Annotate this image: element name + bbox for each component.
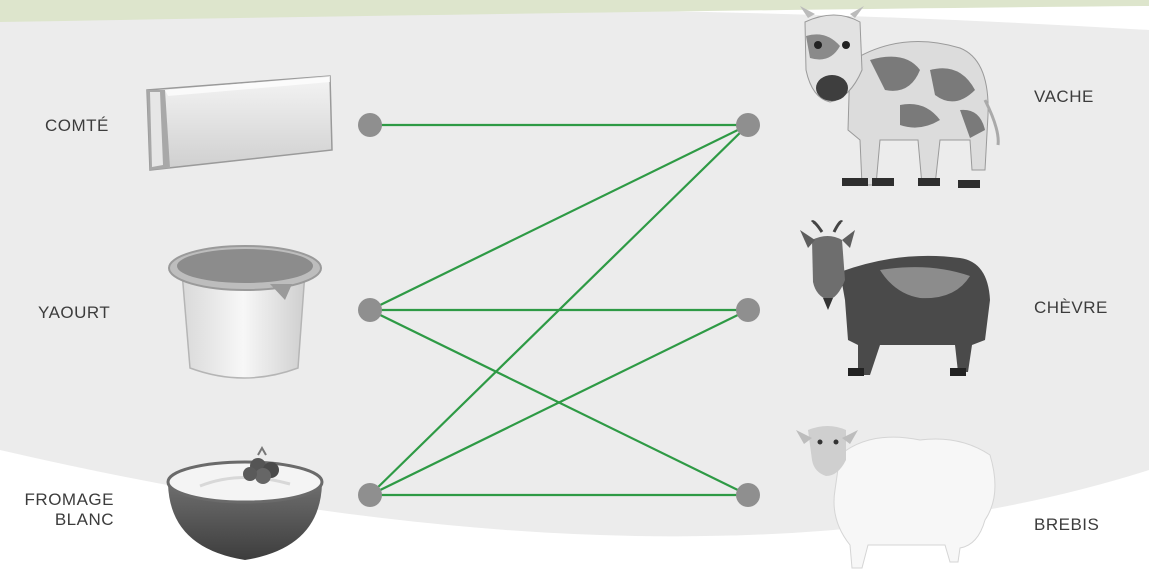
left-label-comte: COMTÉ [45, 116, 109, 136]
right-label-vache: VACHE [1034, 87, 1094, 107]
left-label-yaourt-text: YAOURT [38, 303, 110, 322]
right-label-brebis: BREBIS [1034, 515, 1099, 535]
right-node-brebis[interactable] [736, 483, 760, 507]
right-node-vache[interactable] [736, 113, 760, 137]
right-label-chevre: CHÈVRE [1034, 298, 1108, 318]
left-label-yaourt: YAOURT [38, 303, 110, 323]
left-label-fromage-blanc: FROMAGE BLANC [10, 490, 114, 530]
yogurt-pot-icon [169, 246, 321, 378]
right-label-brebis-text: BREBIS [1034, 515, 1099, 534]
right-node-chevre[interactable] [736, 298, 760, 322]
left-label-fromage-line-1: FROMAGE [10, 490, 114, 510]
left-node-comte[interactable] [358, 113, 382, 137]
right-label-vache-text: VACHE [1034, 87, 1094, 106]
left-node-fromage-blanc[interactable] [358, 483, 382, 507]
left-node-yaourt[interactable] [358, 298, 382, 322]
right-label-chevre-text: CHÈVRE [1034, 298, 1108, 317]
left-label-fromage-line-2: BLANC [10, 510, 114, 530]
left-label-comte-text: COMTÉ [45, 116, 109, 135]
